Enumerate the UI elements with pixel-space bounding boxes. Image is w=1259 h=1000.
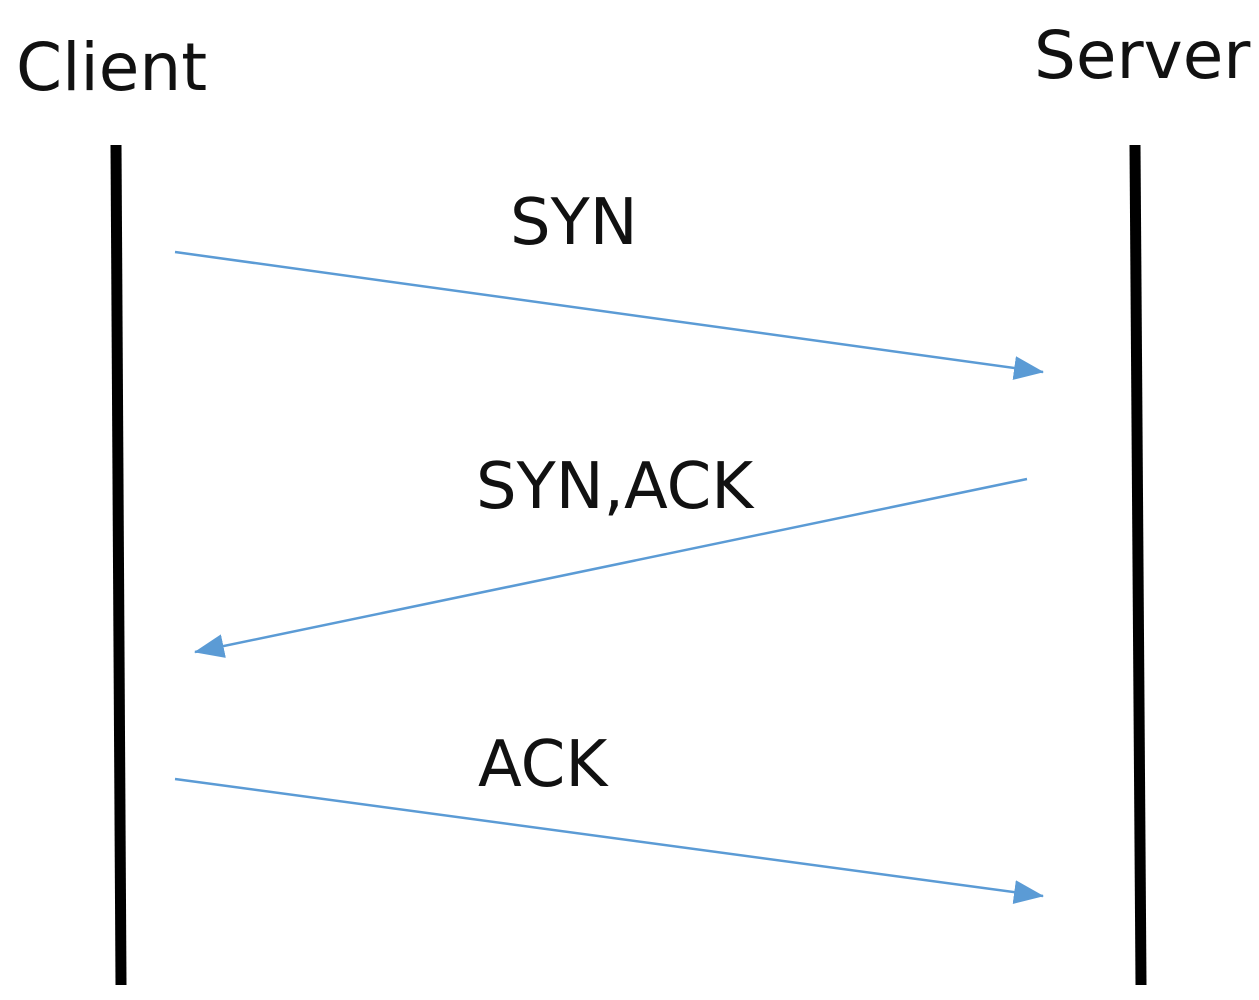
message-label-ack: ACK [478, 728, 609, 802]
message-arrow-syn-ack [194, 477, 1028, 658]
message-arrow-syn [174, 250, 1044, 380]
message-label-syn: SYN [510, 186, 638, 260]
server-lifeline [1129, 144, 1147, 986]
server-label: Server [1034, 17, 1251, 94]
client-label: Client [16, 29, 207, 106]
client-lifeline [110, 144, 127, 986]
message-arrow-ack [174, 777, 1044, 905]
message-label-syn-ack: SYN,ACK [476, 450, 755, 524]
